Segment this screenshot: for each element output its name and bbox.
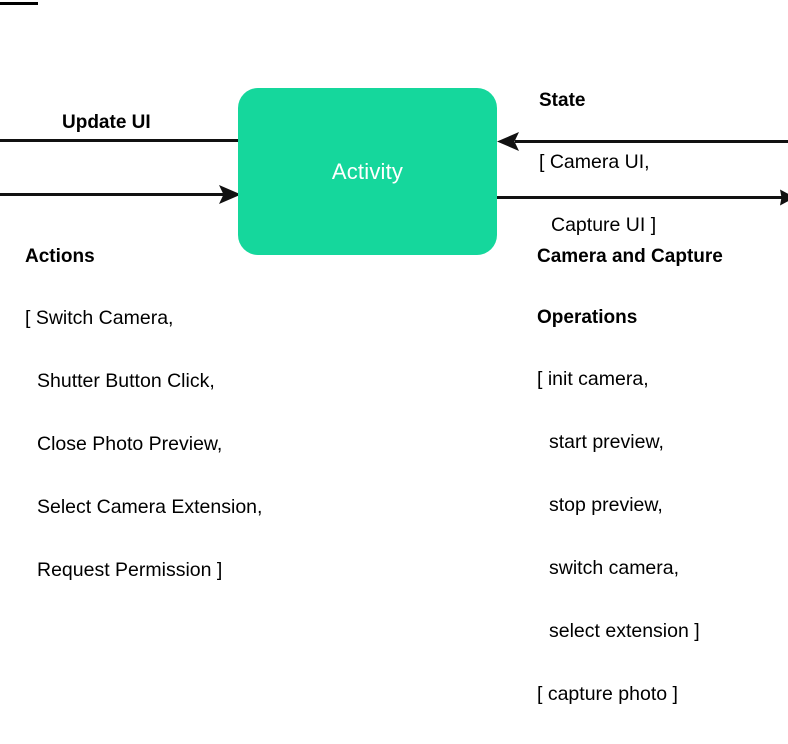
actions-item-1: Shutter Button Click, xyxy=(37,370,215,392)
camera-operations-item-4: select extension ] xyxy=(549,620,700,642)
diagram-canvas: Activity Update UI Actions [ Switch Came… xyxy=(0,2,788,705)
arrowhead-right-icon xyxy=(219,185,241,204)
arrowhead-right-cropped-icon xyxy=(780,189,788,206)
label-camera-operations-block: Camera and Capture Operations [ init cam… xyxy=(537,208,723,744)
actions-item-3: Select Camera Extension, xyxy=(37,496,263,518)
actions-item-0: [ Switch Camera, xyxy=(25,307,174,329)
label-state-block: State [ Camera UI, Capture UI ] xyxy=(539,52,656,275)
activity-node-label: Activity xyxy=(331,158,404,184)
connector-state xyxy=(497,132,788,151)
camera-operations-item-3: switch camera, xyxy=(549,557,680,579)
camera-operations-item-2: stop preview, xyxy=(549,494,663,516)
connector-actions xyxy=(0,185,241,204)
camera-operations-title-line-1: Camera and Capture xyxy=(537,246,723,267)
activity-node[interactable]: Activity xyxy=(238,88,497,255)
state-item-0: [ Camera UI, xyxy=(539,151,650,173)
connector-camera-operations xyxy=(496,189,788,206)
actions-item-4: Request Permission ] xyxy=(37,559,223,581)
actions-item-2: Close Photo Preview, xyxy=(37,433,223,455)
camera-operations-item-5: [ capture photo ] xyxy=(537,683,678,705)
label-update-ui: Update UI xyxy=(62,112,151,133)
arrowhead-left-icon xyxy=(497,132,519,151)
camera-operations-item-0: [ init camera, xyxy=(537,368,649,390)
camera-operations-title-line-2: Operations xyxy=(537,307,638,328)
top-left-rule-fragment xyxy=(0,2,38,5)
actions-title: Actions xyxy=(25,246,95,267)
state-title: State xyxy=(539,90,586,111)
state-item-1: Capture UI ] xyxy=(551,214,657,236)
label-actions-block: Actions [ Switch Camera, Shutter Button … xyxy=(25,208,262,620)
connector-layer xyxy=(0,132,788,206)
camera-operations-item-1: start preview, xyxy=(549,431,664,453)
